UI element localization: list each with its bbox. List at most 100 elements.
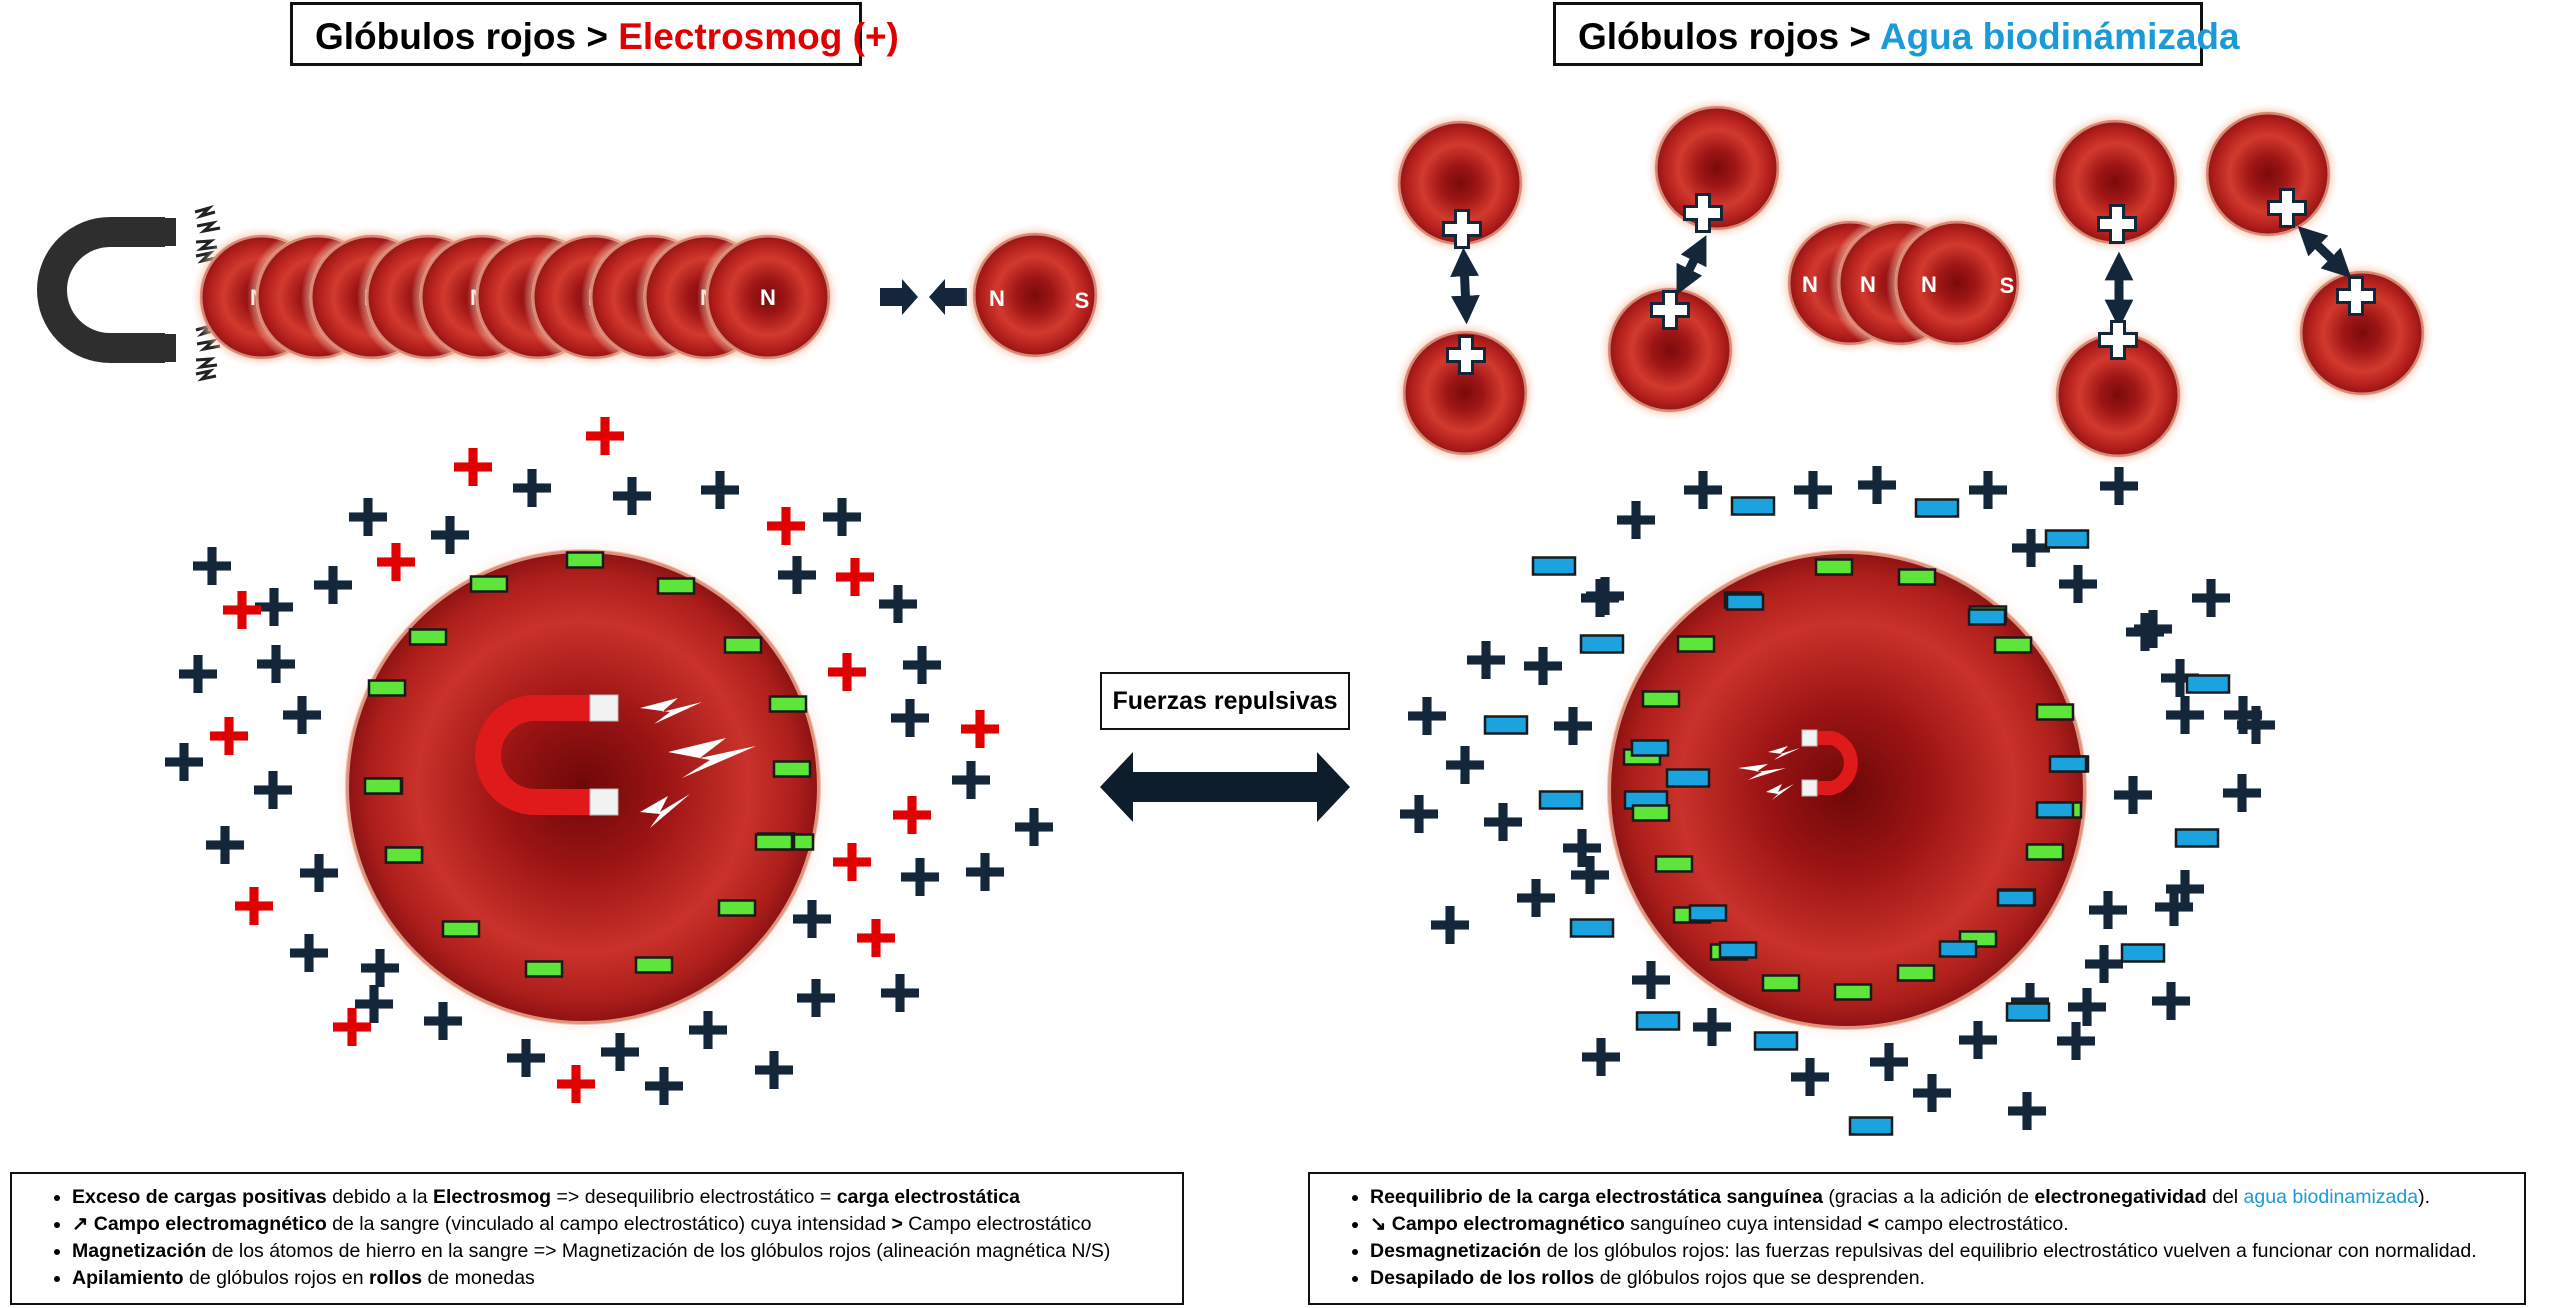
plus-icon xyxy=(836,558,874,596)
plus-icon xyxy=(193,547,231,585)
note-text: campo electrostático. xyxy=(1878,1213,2069,1235)
double-arrow-icon xyxy=(1450,247,1480,325)
minus-icon xyxy=(717,899,757,917)
left-title-highlight: Electrosmog (+) xyxy=(618,16,899,57)
lightning-icon xyxy=(640,698,756,828)
plus-icon xyxy=(223,591,261,629)
minus-icon xyxy=(1483,715,1529,735)
plus-icon xyxy=(833,843,871,881)
double-arrow-icon xyxy=(1100,752,1350,822)
attraction-arrows xyxy=(880,279,967,315)
note-highlight: agua biodinamizada xyxy=(2243,1186,2419,1208)
plus-icon xyxy=(893,796,931,834)
minus-icon xyxy=(1641,690,1681,708)
plus-icon xyxy=(2089,891,2127,929)
horseshoe-magnet-icon xyxy=(37,217,176,363)
minus-icon xyxy=(656,577,696,595)
minus-icon xyxy=(1967,608,2007,626)
minus-icon xyxy=(768,695,808,713)
red-blood-cell-icon xyxy=(1389,112,1531,254)
big-cell-left xyxy=(333,537,833,1037)
plus-icon xyxy=(1969,471,2007,509)
red-blood-cell-icon xyxy=(964,224,1106,366)
note-bold: < xyxy=(1867,1213,1879,1235)
right-notes-list: Reequilibrio de la carga electrostática … xyxy=(1330,1184,2510,1292)
plus-icon xyxy=(1581,579,1619,617)
pole-label: N xyxy=(1802,272,1818,297)
minus-icon xyxy=(1718,941,1758,959)
minus-icon xyxy=(1531,556,1577,576)
minus-icon xyxy=(1914,498,1960,518)
plus-icon xyxy=(1524,647,1562,685)
right-note-1: Reequilibrio de la carga electrostática … xyxy=(1370,1184,2510,1211)
note-text: sanguíneo cuya intensidad xyxy=(1624,1213,1868,1235)
red-blood-cell-icon xyxy=(2197,103,2339,245)
pole-label: S xyxy=(1075,288,1090,313)
plus-icon xyxy=(1791,1058,1829,1096)
note-bold: ↗ Campo electromagnético xyxy=(72,1213,327,1235)
minus-icon xyxy=(1676,635,1716,653)
note-bold: electronegatividad xyxy=(2034,1186,2207,1208)
plus-icon xyxy=(823,498,861,536)
note-text: => desequilibrio electrostático = xyxy=(551,1186,837,1208)
note-text: Campo electrostático xyxy=(902,1213,1092,1235)
plus-icon xyxy=(891,699,929,737)
right-charges xyxy=(1400,466,2275,1136)
minus-icon xyxy=(363,777,403,795)
plus-icon xyxy=(1858,466,1896,504)
left-note-4: Apilamiento de glóbulos rojos en rollos … xyxy=(72,1265,1168,1292)
plus-icon xyxy=(1650,290,1690,330)
left-notes-box: Exceso de cargas positivas debido a la E… xyxy=(10,1172,1184,1305)
plus-icon xyxy=(2152,982,2190,1020)
plus-icon xyxy=(2008,1092,2046,1130)
right-note-2: ↘ Campo electromagnético sanguíneo cuya … xyxy=(1370,1211,2510,1238)
plus-icon xyxy=(333,1008,371,1046)
minus-icon xyxy=(2048,755,2088,773)
plus-icon xyxy=(689,1011,727,1049)
plus-icon xyxy=(2223,774,2261,812)
plus-icon xyxy=(557,1065,595,1103)
plus-icon xyxy=(2012,529,2050,567)
plus-icon xyxy=(793,900,831,938)
plus-icon xyxy=(966,853,1004,891)
plus-icon xyxy=(2097,204,2137,244)
repulsive-forces-label: Fuerzas repulsivas xyxy=(1100,672,1350,730)
plus-icon xyxy=(2166,870,2204,908)
small-magnet-icon xyxy=(1801,729,1858,797)
plus-icon xyxy=(314,566,352,604)
plus-icon xyxy=(586,417,624,455)
note-bold: rollos xyxy=(368,1267,423,1289)
minus-icon xyxy=(1654,855,1694,873)
pole-label: S xyxy=(2000,273,2015,298)
plus-icon xyxy=(2098,320,2138,360)
plus-icon xyxy=(1467,641,1505,679)
right-title-prefix: Glóbulos rojos > xyxy=(1578,16,1880,57)
plus-icon xyxy=(290,934,328,972)
minus-icon xyxy=(2005,1002,2051,1022)
pole-label: N xyxy=(1921,272,1937,297)
plus-icon xyxy=(1442,209,1482,249)
minus-icon xyxy=(754,833,794,851)
minus-icon xyxy=(723,636,763,654)
minus-icon xyxy=(1579,634,1625,654)
plus-icon xyxy=(1571,856,1609,894)
plus-icon xyxy=(2011,983,2049,1021)
left-note-3: Magnetización de los átomos de hierro en… xyxy=(72,1238,1168,1265)
plus-icon xyxy=(179,655,217,693)
minus-icon xyxy=(2044,529,2090,549)
plus-icon xyxy=(235,887,273,925)
minus-icon xyxy=(1665,768,1711,788)
note-bold: Apilamiento xyxy=(72,1267,184,1289)
plus-icon xyxy=(283,696,321,734)
plus-icon xyxy=(165,743,203,781)
plus-icon xyxy=(2114,776,2152,814)
lightning-icon xyxy=(1738,746,1800,800)
plus-icon xyxy=(2166,696,2204,734)
plus-icon xyxy=(355,985,393,1023)
red-blood-cell-stack: NNNNNNNNNNS xyxy=(191,226,850,368)
plus-icon xyxy=(300,854,338,892)
red-blood-cell-icon xyxy=(1646,97,1788,239)
red-blood-cell-icon xyxy=(1394,322,1536,464)
plus-icon xyxy=(2336,276,2376,316)
minus-icon xyxy=(1688,904,1728,922)
